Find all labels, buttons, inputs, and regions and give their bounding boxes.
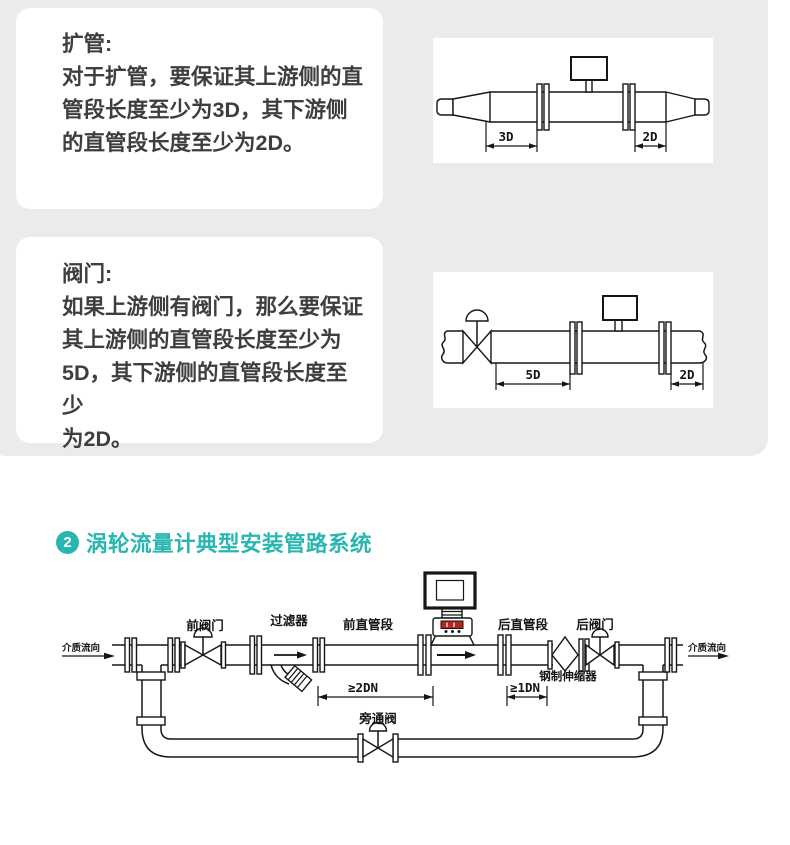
meter-head-icon (570, 56, 608, 93)
dim-left-label: 5D (525, 367, 540, 382)
flow-in-label: 介质流向 (61, 642, 100, 654)
meter-monitor-icon (423, 571, 477, 610)
bypass-loop-pipe (136, 665, 668, 758)
bypass-valve-icon (357, 721, 399, 763)
rear-valve-icon (585, 628, 620, 669)
piping-system-diagram: 介质流向 介质流向 ≥2DN ≥1DN 前阀门 过滤器 前直管段 后直管段 (55, 566, 755, 806)
expansion-pipe-diagram: 3D 2D (433, 38, 713, 163)
flange-icon (536, 83, 636, 131)
flow-arrow-icon (297, 651, 307, 659)
right-stub (694, 98, 710, 116)
flow-arrow-icon (465, 651, 476, 659)
left-expansion-cone-icon (452, 91, 491, 123)
pipe-collar-icon (136, 716, 166, 726)
card-text-line: 管段长度至少为3D，其下游侧 (62, 98, 348, 122)
flow-out-annotation: 介质流向 (687, 642, 729, 660)
bypass-valve-label: 旁通阀 (358, 711, 397, 726)
card-text-line: 5D，其下游侧的直管段长度至少 (62, 361, 348, 418)
dimension-2d: 2D (634, 122, 667, 152)
expansion-joint-icon (547, 635, 579, 673)
pipe-collar-icon (638, 716, 668, 726)
flow-meter-icon (423, 571, 477, 659)
expansion-joint-label: 钢制伸缩器 (539, 669, 597, 683)
flow-in-annotation: 介质流向 (61, 642, 115, 660)
dimension-front-straight: ≥2DN (317, 680, 434, 706)
dim-right-label: 2D (679, 367, 694, 382)
expansion-pipe-card: 扩管: 对于扩管，要保证其上游侧的直 管段长度至少为3D，其下游侧 的直管段长度… (16, 8, 383, 209)
dim-left-label: 3D (498, 129, 513, 144)
card-title: 阀门: (62, 262, 113, 286)
valve-drawing: 5D 2D (440, 295, 708, 390)
valve-card: 阀门: 如果上游侧有阀门，那么要保证 其上游侧的直管段长度至少为 5D，其下游侧… (16, 237, 383, 451)
dim-front-label: ≥2DN (348, 680, 378, 695)
pipe-body (436, 91, 710, 123)
dimension-5d: 5D (495, 363, 571, 390)
front-straight-label: 前直管段 (343, 617, 394, 632)
dim-right-label: 2D (642, 129, 657, 144)
card-text-line: 其上游侧的直管段长度至少为 (62, 328, 342, 352)
meter-head-icon (602, 295, 638, 332)
card-text-line: 如果上游侧有阀门，那么要保证 (62, 295, 364, 319)
valve-handle-icon (368, 721, 388, 732)
section-heading: 2 涡轮流量计典型安装管路系统 (56, 527, 372, 557)
pipe-collar-icon (638, 671, 668, 681)
meter-display-window (440, 620, 464, 629)
valve-diagram: 5D 2D (433, 272, 713, 408)
flow-arrow-icon (104, 652, 115, 660)
pipe-collar-icon (136, 671, 166, 681)
filter-icon (270, 651, 313, 693)
flow-arrow-icon (718, 652, 729, 660)
section-title: 涡轮流量计典型安装管路系统 (86, 531, 373, 556)
valve-handle-icon (465, 309, 489, 322)
rear-valve-label: 后阀门 (576, 617, 614, 632)
filter-label: 过滤器 (270, 613, 308, 628)
piping-system-drawing: 介质流向 介质流向 ≥2DN ≥1DN 前阀门 过滤器 前直管段 后直管段 (61, 571, 729, 763)
expansion-pipe-drawing: 3D 2D (436, 56, 710, 152)
right-reduction-cone-icon (665, 91, 696, 123)
dim-rear-label: ≥1DN (510, 680, 540, 695)
flange-icon (569, 321, 672, 375)
card-title: 扩管: (62, 32, 113, 56)
dimension-3d: 3D (485, 122, 538, 152)
dimension-rear-straight: ≥1DN (506, 680, 548, 706)
valve-handle-icon (193, 627, 213, 638)
upstream-valve-icon (462, 309, 492, 365)
dimension-2d: 2D (670, 363, 704, 390)
card-text-line: 对于扩管，要保证其上游侧的直 (62, 65, 364, 89)
flow-out-label: 介质流向 (687, 642, 726, 654)
left-stub (436, 98, 454, 116)
card-text-line: 的直管段长度至少为2D。 (62, 131, 305, 155)
flange-icon (124, 634, 678, 676)
front-valve-label: 前阀门 (186, 618, 224, 633)
section-number-badge: 2 (56, 530, 79, 554)
rear-straight-label: 后直管段 (498, 617, 549, 632)
valve-handle-icon (591, 628, 609, 638)
card-text-line: 为2D。 (62, 427, 133, 451)
front-valve-icon (180, 627, 227, 669)
